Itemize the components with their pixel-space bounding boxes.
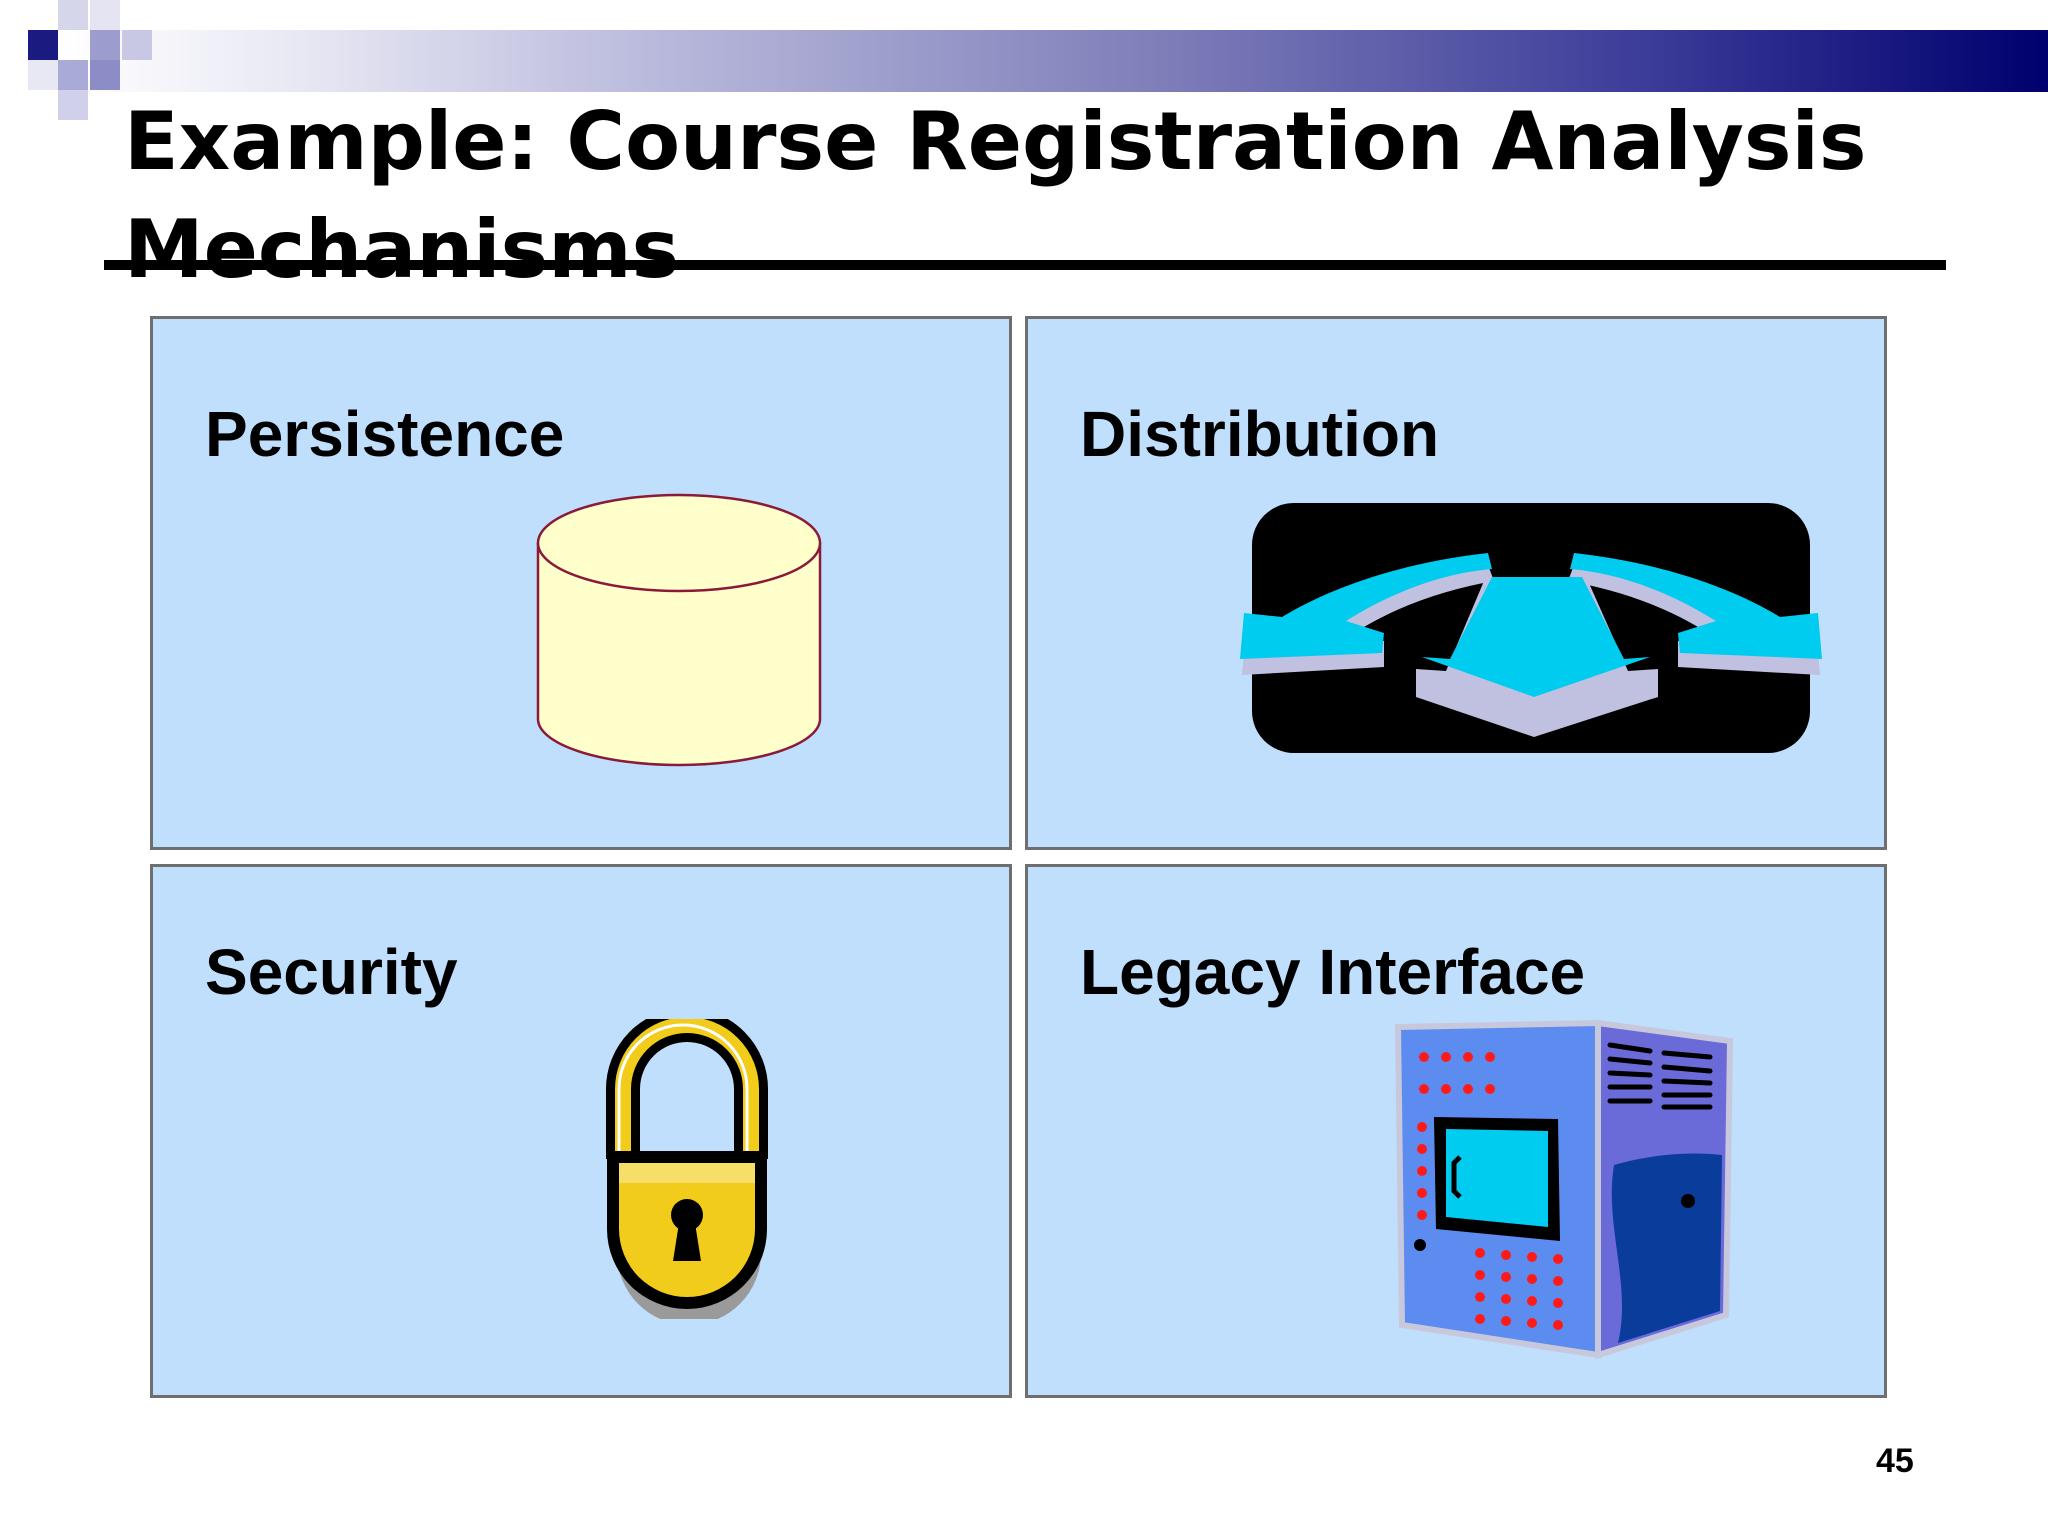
panel-distribution: Distribution	[1025, 316, 1887, 850]
header-square-medium	[58, 60, 88, 90]
panel-security: Security	[150, 864, 1012, 1398]
panel-legacy-interface: Legacy Interface	[1025, 864, 1887, 1398]
mainframe-computer-icon	[1394, 1019, 1734, 1360]
header-gradient-bar	[60, 30, 2048, 92]
title-underline	[104, 260, 1946, 270]
header-square-light	[28, 60, 58, 90]
header-square-light	[58, 90, 88, 120]
header-square-light	[58, 0, 88, 30]
page-number: 45	[1876, 1442, 1914, 1480]
padlock-icon	[606, 1019, 768, 1319]
distribution-arrows-icon	[1240, 503, 1822, 753]
header-square-medium	[90, 60, 120, 90]
header-square-light	[90, 0, 120, 30]
panel-label-legacy-interface: Legacy Interface	[1080, 936, 1586, 1008]
header-square-light	[122, 30, 152, 60]
panel-persistence: Persistence	[150, 316, 1012, 850]
slide-title: Example: Course Registration Analysis Me…	[124, 95, 1867, 296]
header-square-navy	[28, 30, 58, 60]
database-cylinder-icon	[536, 493, 822, 767]
header-square-medium	[90, 30, 120, 60]
panel-label-security: Security	[205, 936, 458, 1008]
panel-label-persistence: Persistence	[205, 398, 565, 470]
panel-label-distribution: Distribution	[1080, 398, 1440, 470]
